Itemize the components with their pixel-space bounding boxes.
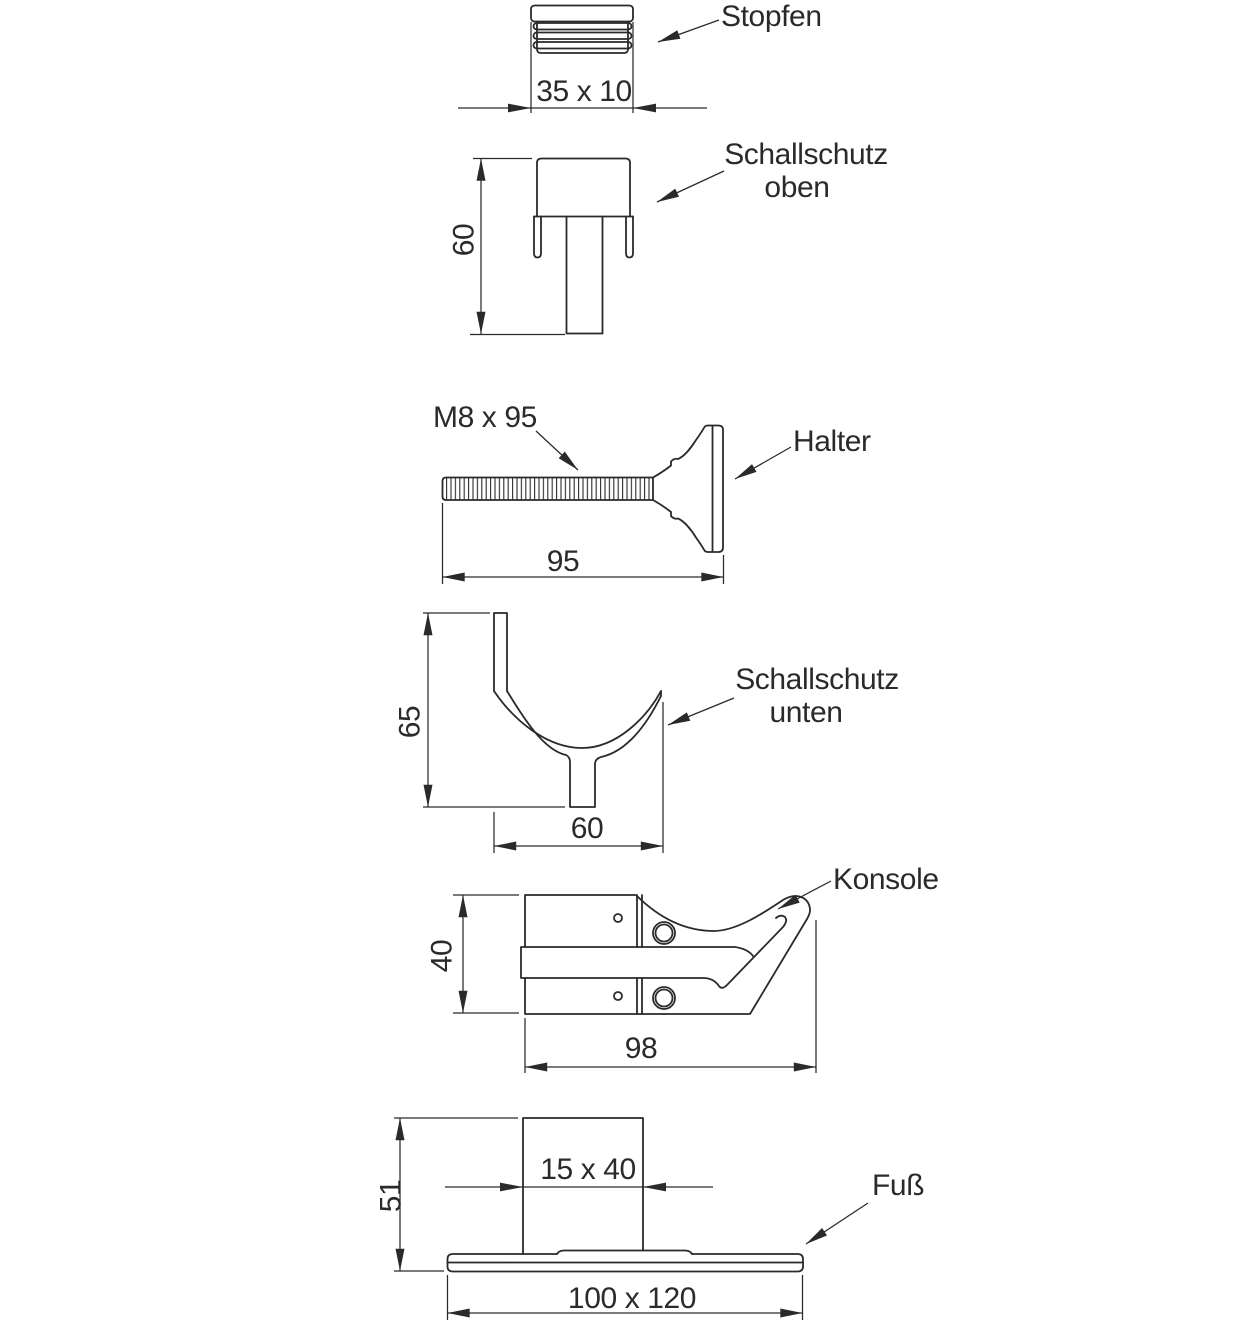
dim-halter-length-text: 95: [547, 545, 580, 578]
konsole-large-hole-inner: [654, 988, 674, 1008]
dim-fuss-plate-text: 100 x 120: [568, 1282, 696, 1315]
schallschutz-unten-part: 65 60 Schallschutz unten: [394, 612, 899, 853]
konsole-slot-bottom-line: [524, 914, 788, 989]
konsole-large-hole-inner: [654, 923, 674, 943]
dim-konsole-width: 98: [524, 920, 817, 1073]
schallschutz-unten-label-line1: Schallschutz: [735, 663, 899, 696]
fuss-post: [522, 1117, 644, 1255]
konsole-outline: [520, 894, 811, 1015]
stopfen-body: [536, 20, 629, 54]
halter-rod: [441, 476, 654, 501]
schallschutz-oben-label-line2: oben: [764, 171, 829, 204]
stopfen-rib: [532, 41, 633, 50]
dim-konsole-height-text: 40: [426, 940, 459, 973]
fuss-part: 51 15 x 40 100 x 120 Fuß: [375, 1117, 925, 1320]
dim-schallschutz-unten-height: 65: [394, 612, 565, 808]
konsole-label: Konsole: [833, 863, 939, 896]
dim-fuss-post-text: 15 x 40: [540, 1153, 636, 1186]
dim-fuss-post: 15 x 40: [445, 1153, 713, 1192]
schallschutz-oben-cap: [536, 157, 631, 217]
halter-thread-hatching: [446, 478, 650, 500]
fuss-plate: [446, 1253, 804, 1273]
stopfen-part: 35 x 10 Stopfen: [458, 0, 822, 113]
schallschutz-unten-inner-arc-stem: [506, 690, 662, 808]
schallschutz-oben-leader: Schallschutz oben: [656, 138, 888, 204]
stopfen-rib: [532, 31, 633, 40]
halter-thread-leader: M8 x 95: [433, 401, 579, 471]
dim-schallschutz-unten-height-text: 65: [394, 706, 427, 739]
konsole-small-hole: [613, 913, 623, 923]
halter-flare-plate: [652, 424, 724, 553]
dim-konsole-height: 40: [426, 894, 519, 1014]
dim-halter-length: 95: [441, 503, 725, 584]
schallschutz-oben-part: 60 Schallschutz oben: [448, 138, 888, 336]
stopfen-cap: [530, 4, 634, 23]
konsole-part: 40 98 Konsole: [426, 863, 939, 1073]
schallschutz-unten-outer-arc: [493, 690, 662, 749]
dim-schallschutz-unten-width-text: 60: [571, 812, 604, 845]
dim-stopfen-width: 35 x 10: [458, 22, 707, 113]
dim-schallschutz-oben-height: 60: [448, 157, 565, 336]
konsole-slot-top-line: [524, 946, 754, 957]
fuss-boss: [556, 1249, 693, 1255]
schallschutz-unten-tab: [493, 612, 508, 692]
stopfen-leader: Stopfen: [657, 0, 822, 43]
stopfen-label: Stopfen: [721, 0, 822, 33]
dim-fuss-height-text: 51: [375, 1180, 408, 1213]
stopfen-rib: [532, 22, 633, 31]
dim-schallschutz-oben-height-text: 60: [448, 224, 481, 257]
dim-konsole-width-text: 98: [625, 1032, 658, 1065]
konsole-large-hole: [652, 986, 676, 1010]
schallschutz-oben-tab-right: [625, 215, 634, 259]
schallschutz-oben-label-line1: Schallschutz: [724, 138, 888, 171]
halter-leader: Halter: [734, 425, 871, 480]
schallschutz-oben-tab-left: [533, 215, 542, 259]
dim-schallschutz-unten-width: 60: [493, 702, 664, 853]
dim-stopfen-width-text: 35 x 10: [536, 75, 632, 108]
schallschutz-unten-leader: Schallschutz unten: [667, 663, 899, 729]
konsole-leader: Konsole: [777, 863, 939, 910]
konsole-large-hole: [652, 921, 676, 945]
dim-fuss-plate: 100 x 120: [446, 1275, 804, 1320]
halter-label: Halter: [793, 425, 871, 458]
dim-fuss-height: 51: [375, 1117, 518, 1272]
fuss-label: Fuß: [872, 1169, 924, 1202]
halter-part: 95 M8 x 95 Halter: [433, 401, 871, 584]
fuss-leader: Fuß: [805, 1169, 925, 1245]
halter-thread-label: M8 x 95: [433, 401, 537, 434]
konsole-small-hole: [613, 991, 623, 1001]
schallschutz-oben-stem: [565, 215, 604, 335]
schallschutz-unten-label-line2: unten: [769, 696, 842, 729]
